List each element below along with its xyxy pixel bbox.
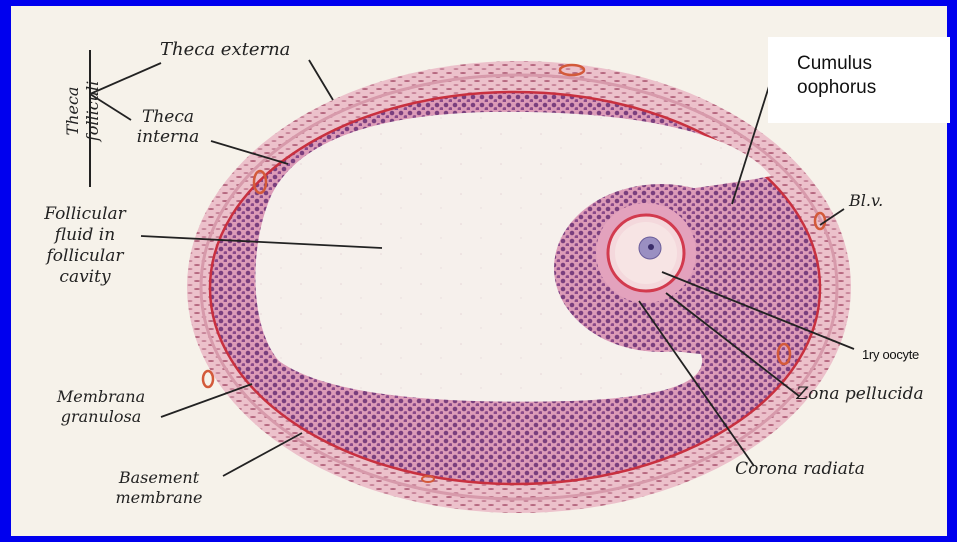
label-cumulus-oophorus: Cumulus oophorus bbox=[797, 52, 876, 100]
label-theca-interna: Theca interna bbox=[118, 107, 218, 147]
label-theca-externa: Theca externa bbox=[160, 40, 290, 60]
label-blood-vessel: Bl.v. bbox=[849, 191, 883, 211]
label-basement-membrane: Basement membrane bbox=[74, 468, 244, 508]
label-membrana-granulosa: Membrana granulosa bbox=[36, 387, 166, 427]
label-follicular-fluid: Follicular fluid in follicular cavity bbox=[30, 204, 140, 288]
blood-vessel bbox=[203, 371, 213, 387]
label-zona-pellucida: Zona pellucida bbox=[790, 384, 930, 404]
label-theca-folliculi: Theca folliculi bbox=[63, 61, 85, 161]
leader-line-theca-externa bbox=[309, 60, 333, 100]
label-primary-oocyte: 1ry oocyte bbox=[862, 347, 919, 362]
label-corona-radiata: Corona radiata bbox=[735, 459, 865, 479]
oocyte-nucleolus bbox=[648, 244, 654, 250]
